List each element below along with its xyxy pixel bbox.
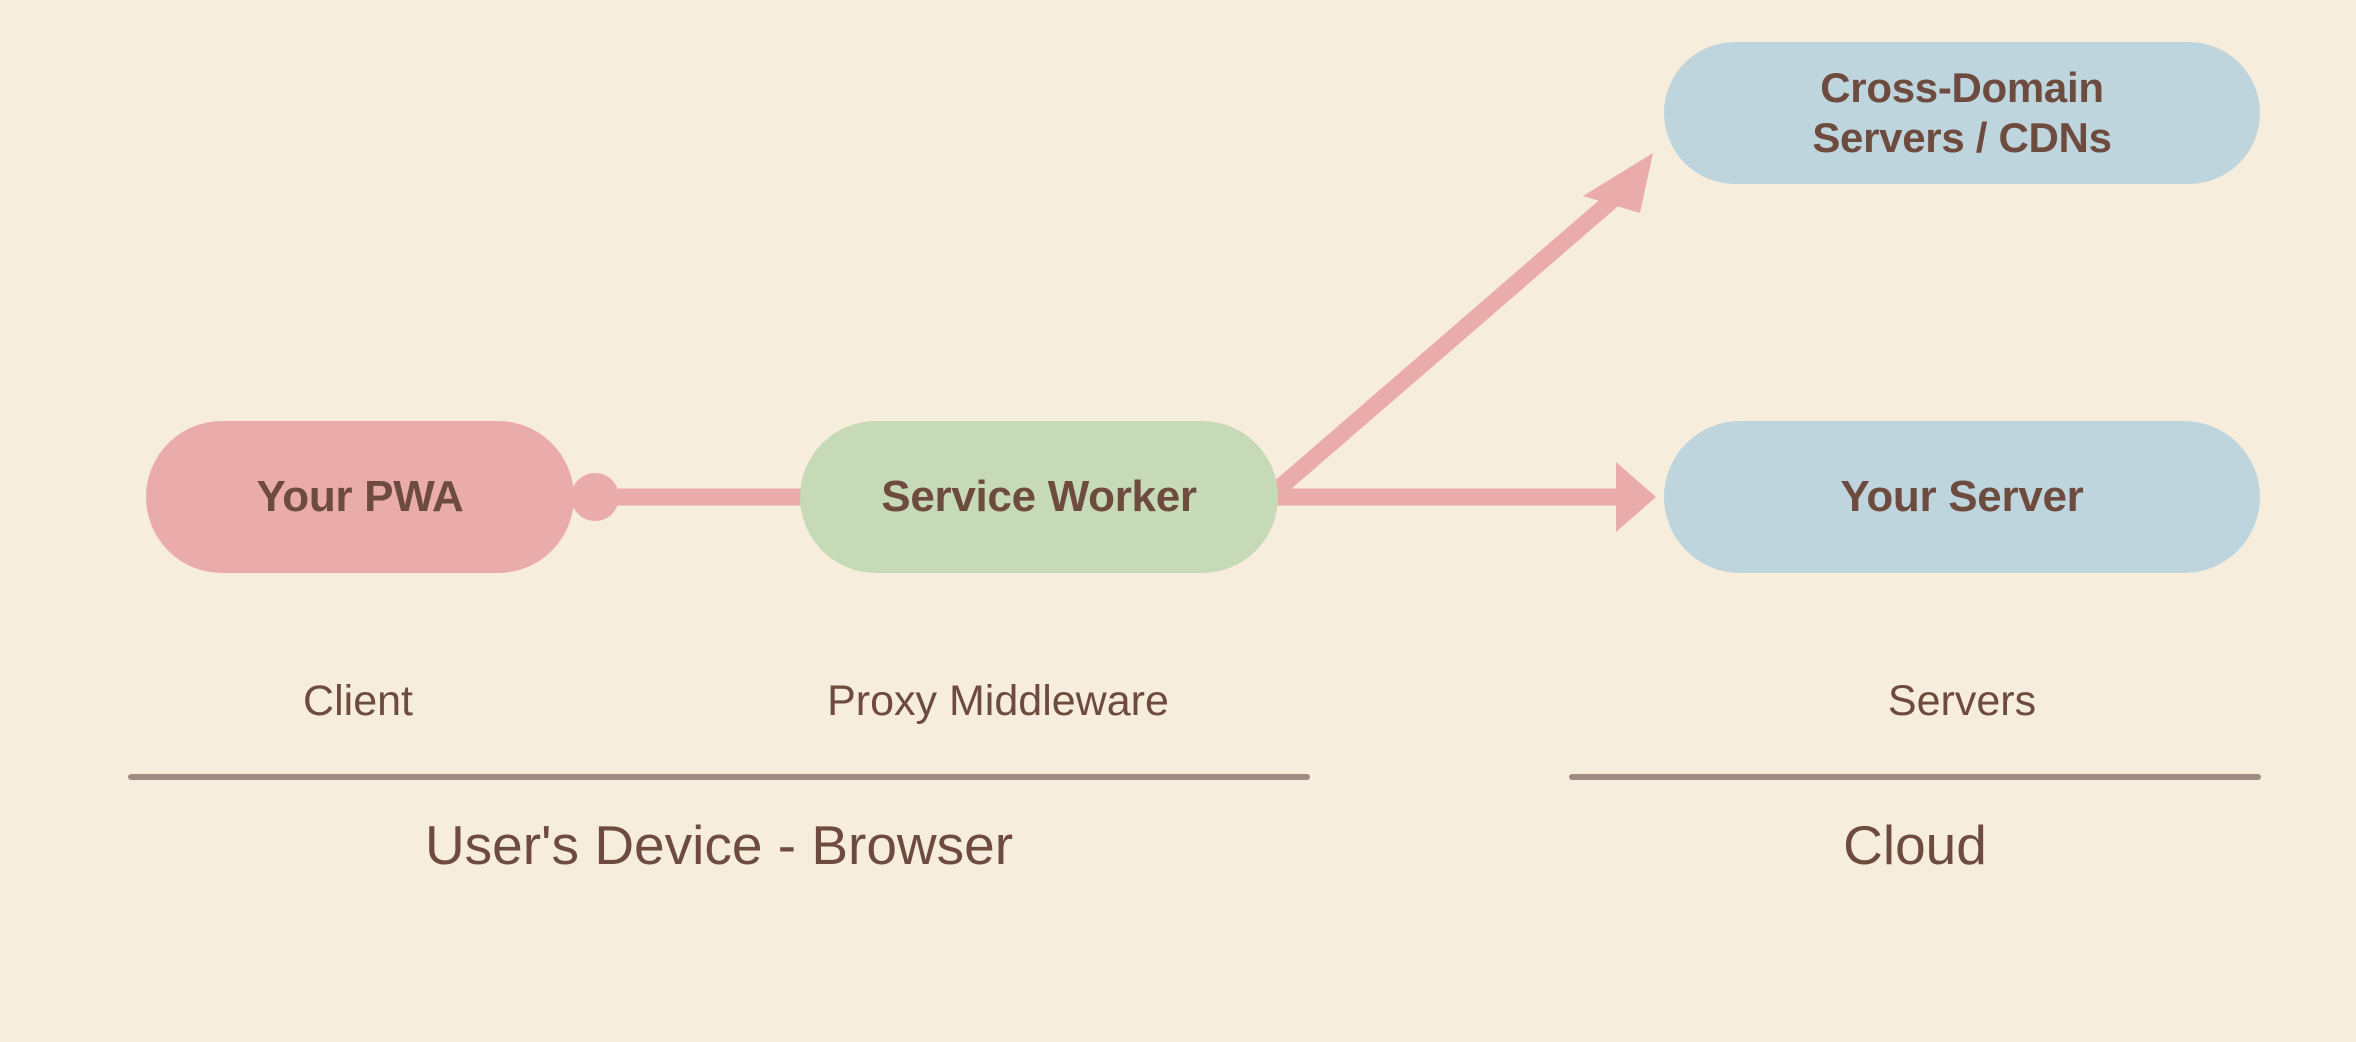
group-label-cloud: Cloud xyxy=(1843,814,1987,876)
connector-service-worker-to-cdn xyxy=(1271,188,1624,497)
group-label-users-device-browser: User's Device - Browser xyxy=(424,814,1014,876)
node-your-server-label: Your Server xyxy=(1840,472,2084,522)
zone-label-servers: Servers xyxy=(1887,677,2037,725)
node-your-pwa-label: Your PWA xyxy=(256,472,464,522)
node-your-pwa[interactable]: Your PWA xyxy=(146,421,574,573)
node-service-worker[interactable]: Service Worker xyxy=(800,421,1278,573)
node-cross-domain-servers-label-line1: Cross-Domain xyxy=(1820,64,2104,112)
zone-label-client: Client xyxy=(303,677,413,725)
node-cross-domain-servers-label: Cross-Domain Servers / CDNs xyxy=(1812,63,2112,162)
arrowhead-to-cdn-icon xyxy=(1583,153,1653,213)
node-service-worker-label: Service Worker xyxy=(881,472,1197,522)
arrowhead-to-server-icon xyxy=(1616,462,1656,532)
connector-origin-dot-icon xyxy=(571,473,619,521)
node-cross-domain-servers[interactable]: Cross-Domain Servers / CDNs xyxy=(1664,42,2260,184)
node-your-server[interactable]: Your Server xyxy=(1664,421,2260,573)
node-cross-domain-servers-label-line2: Servers / CDNs xyxy=(1812,114,2112,161)
zone-label-proxy-middleware: Proxy Middleware xyxy=(827,677,1169,725)
